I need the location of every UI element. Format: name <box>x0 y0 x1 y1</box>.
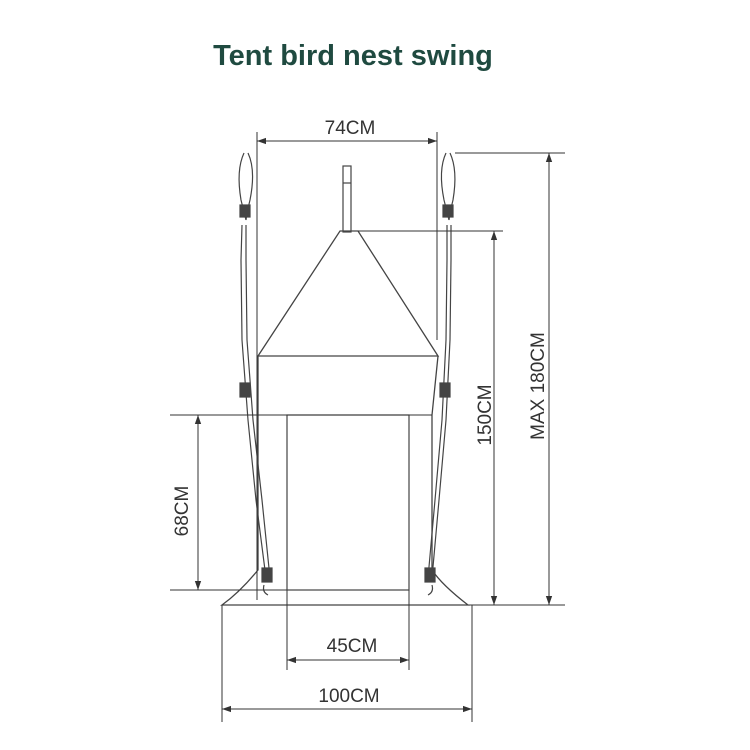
label-side-height: 68CM <box>172 486 193 537</box>
label-door-width: 45CM <box>327 636 378 657</box>
top-strap <box>342 165 352 233</box>
left-rope <box>238 152 273 596</box>
dimension-lines <box>170 132 565 722</box>
label-base-width: 100CM <box>318 686 379 707</box>
tent-door <box>286 414 410 591</box>
label-top-width: 74CM <box>325 118 376 139</box>
swing-structure <box>219 152 470 606</box>
label-tent-height: 150CM <box>475 384 496 445</box>
tent-roof <box>256 230 440 357</box>
label-max-height: MAX 180CM <box>528 332 549 440</box>
right-rope <box>424 152 456 596</box>
page-title: Tent bird nest swing <box>213 40 493 72</box>
